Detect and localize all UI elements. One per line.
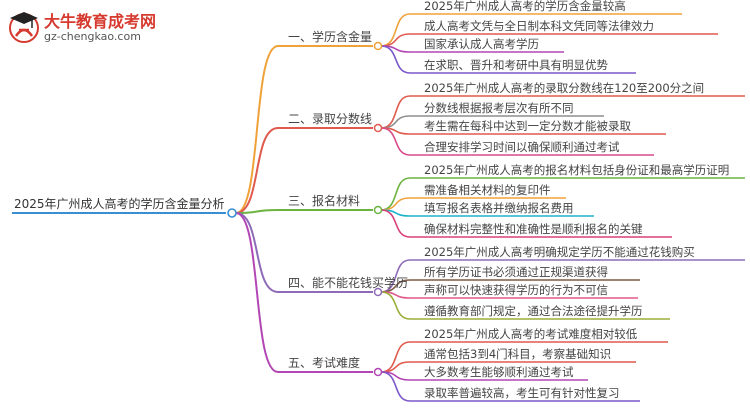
leaf-link [380,45,411,74]
branch-link [235,127,279,214]
brand-name: 大牛教育成考网 [44,12,157,31]
leaf-link [380,291,411,320]
branch-node-dot [373,123,383,133]
leaf-text: 需准备相关材料的复印件 [424,183,551,197]
branch-node-dot [373,287,383,297]
leaf-text: 2025年广州成人高考明确规定学历不能通过花钱购买 [424,245,695,259]
brand-url[interactable]: gz-chengkao.com [44,30,141,43]
branch-label: 四、能不能花钱买学历 [288,275,408,290]
branch-node-dot [373,367,383,377]
branch-link [235,212,279,293]
leaf-text: 合理安排学习时间以确保顺利通过考试 [424,140,620,154]
leaf-link [380,33,411,47]
leaf-link [380,115,411,129]
branch-link [235,209,279,214]
graduation-cap-logo-icon [9,12,39,43]
leaf-text: 国家承认成人高考学历 [424,37,539,51]
leaf-text: 考生需在每科中达到一定分数才能被录取 [424,119,631,133]
mind-map-links [12,13,745,402]
branch-label: 五、考试难度 [288,355,360,370]
branch-link [235,212,279,373]
leaf-link [380,127,411,156]
leaf-link [380,371,411,402]
leaf-link [380,209,411,238]
leaf-text: 在求职、晋升和考研中具有明显优势 [424,58,608,72]
leaf-text: 通常包括3到4门科目，考察基础知识 [424,347,611,361]
leaf-text: 录取率普遍较高，考生可有针对性复习 [424,386,620,400]
leaf-text: 确保材料完整性和准确性是顺利报名的关键 [424,222,643,236]
leaf-text: 分数线根据报考层次有所不同 [424,101,574,115]
leaf-link [380,361,411,373]
leaf-text: 2025年广州成人高考的学历含金量较高 [424,0,626,13]
leaf-text: 2025年广州成人高考的报名材料包括身份证和最高学历证明 [424,163,729,177]
leaf-link [380,197,411,211]
branch-label: 一、学历含金量 [288,29,372,44]
branch-label: 二、录取分数线 [288,111,372,126]
branch-link [235,45,279,214]
root-node-dot [227,208,237,218]
brand-logo: 大牛教育成考网 gz-chengkao.com [4,6,194,50]
leaf-text: 所有学历证书必须通过正规渠道获得 [424,265,608,279]
mind-map-nodes: 2025年广州成人高考的学历含金量分析 一、学历含金量 2025年广州成人高考的学… [14,0,729,400]
branch-label: 三、报名材料 [288,193,360,208]
leaf-text: 大多数考生能够顺利通过考试 [424,365,574,379]
leaf-text: 2025年广州成人高考的录取分数线在120至200分之间 [424,81,704,95]
leaf-text: 成人高考文凭与全日制本科文凭同等法律效力 [424,19,654,33]
branch-node-dot [373,41,383,51]
leaf-text: 填写报名表格并缴纳报名费用 [424,201,574,215]
leaf-text: 遵循教育部门规定，通过合法途径提升学历 [424,304,643,318]
leaf-text: 声称可以快速获得学历的行为不可信 [424,283,608,297]
leaf-text: 2025年广州成人高考的考试难度相对较低 [424,327,638,341]
branch-node-dot [373,205,383,215]
root-topic: 2025年广州成人高考的学历含金量分析 [14,196,225,211]
